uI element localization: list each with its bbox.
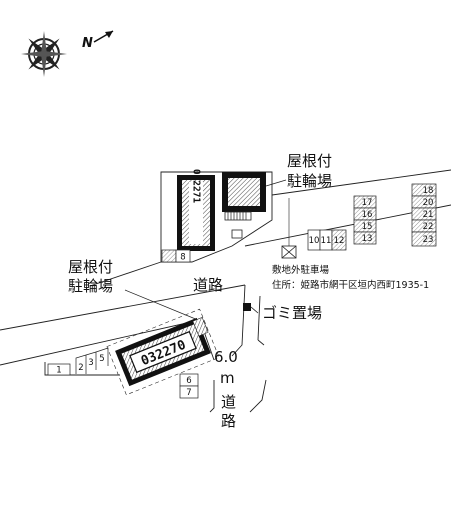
address-label: 住所：姫路市網干区垣内西町1935-1 [272,279,429,291]
parking-space-18-label: 18 [423,186,434,196]
parking-space-22-label: 22 [423,222,434,232]
parking-space-6: 6 [179,373,199,387]
upper-lot-outline [89,169,451,287]
roof-parking-top-label: 屋根付 駐輪場 [265,152,332,190]
parking-space-8: 8 [161,249,191,263]
parking-space-8-label: 8 [180,253,185,263]
road-width-unit: m [220,369,235,387]
parking-space-12-label: 12 [334,236,345,246]
roof-parking-left-label: 屋根付 駐輪場 [68,258,199,321]
roof-parking-left-label-line1: 屋根付 [68,258,113,276]
building-032271: 032271 [177,169,215,251]
parking-space-2-label: 2 [78,363,83,373]
parking-space-15-label: 15 [362,222,373,232]
road-width-value: 6.0 [214,348,238,366]
parking-space-21-label: 21 [423,210,434,220]
roof-parking-top-label-line2: 駐輪場 [287,172,332,190]
parking-space-5-label: 5 [99,354,104,364]
road-label-center: 道路 [193,276,223,294]
building-032271-code: 032271 [191,169,202,204]
offsite-parking-marker [281,198,297,259]
parking-row-10-12: 10 11 12 [307,229,347,251]
north-label: N [82,36,93,51]
parking-space-5: 5 [95,347,109,366]
parking-space-17-label: 17 [362,198,373,208]
parking-space-13-label: 13 [362,234,373,244]
building-032270: 032270 [106,308,220,396]
road-label-vertical-2: 路 [221,412,236,430]
offsite-parking-label: 敷地外駐車場 [272,264,330,276]
roof-parking-left-label-line2: 駐輪場 [68,277,113,295]
parking-space-3-label: 3 [88,358,93,368]
lower-lot-outline [0,284,267,413]
roof-parking-top-label-line1: 屋根付 [287,152,332,170]
parking-space-23-label: 23 [423,235,434,245]
parking-space-16-label: 16 [362,210,373,220]
parking-space-7-label: 7 [186,388,191,398]
roof-parking-top [222,172,266,239]
parking-space-1-label: 1 [56,366,61,376]
roof-parking-lower [192,317,209,337]
parking-space-10-label: 10 [309,236,320,246]
parking-space-3: 3 [85,351,97,370]
garbage-marker [243,303,259,314]
parking-column-18-23: 18 20 21 22 23 [411,183,437,247]
road-label-vertical-1: 道 [221,393,236,411]
parking-column-13-17: 17 16 15 13 [353,195,377,245]
parking-space-2: 2 [75,354,87,374]
parking-space-11-label: 11 [321,236,332,246]
parking-space-7: 7 [179,385,199,399]
parking-space-20-label: 20 [423,198,434,208]
compass-rose-icon [21,31,67,77]
north-arrow-icon [105,31,113,38]
north-indicator: N [82,30,114,51]
parking-space-1: 1 [47,363,71,376]
parking-space-6-label: 6 [186,376,191,386]
garbage-label: ゴミ置場 [262,304,322,322]
